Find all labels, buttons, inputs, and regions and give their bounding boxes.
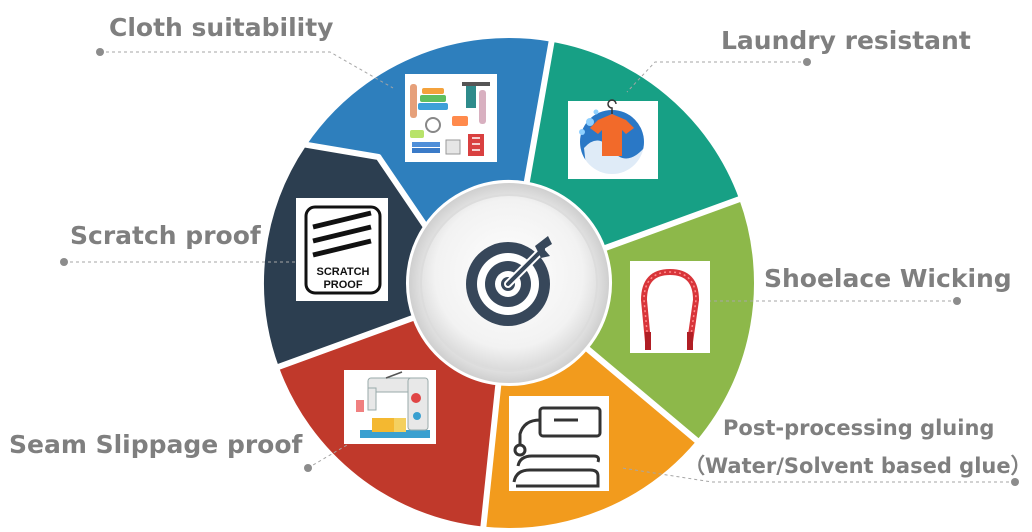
gluing-icon xyxy=(509,396,609,491)
label-gluing-glue-type: （Water/Solvent based glue） xyxy=(684,454,1032,478)
label-cloth-suitability: Cloth suitability xyxy=(109,13,334,42)
clothes-icon xyxy=(405,74,497,162)
leader-dot-scratch xyxy=(60,258,68,266)
target-icon xyxy=(466,236,552,326)
label-scratch-proof: Scratch proof xyxy=(70,221,261,250)
leader-dot-cloth xyxy=(96,48,104,56)
leader-dot-seam xyxy=(304,464,312,472)
leader-line-laundry xyxy=(626,61,807,93)
center-hub xyxy=(409,183,609,383)
leader-line-gluing xyxy=(621,467,1015,483)
leader-dot-shoelace xyxy=(953,297,961,305)
sewing-machine-icon xyxy=(344,370,436,444)
label-seam-slippage-proof: Seam Slippage proof xyxy=(9,430,303,459)
leader-dot-gluing xyxy=(1011,478,1019,486)
laundry-icon xyxy=(568,99,658,179)
leader-lines xyxy=(60,48,1019,486)
shoelace-icon xyxy=(630,261,710,353)
scratch-proof-icon: SCRATCH PROOF xyxy=(296,198,388,301)
label-post-processing-gluing: Post-processing gluing xyxy=(723,416,995,440)
scratch-icon-text-2: PROOF xyxy=(323,279,362,291)
leader-line-seam xyxy=(307,444,348,469)
label-shoelace-wicking: Shoelace Wicking xyxy=(764,264,1012,293)
label-laundry-resistant: Laundry resistant xyxy=(721,26,971,55)
leader-dot-laundry xyxy=(803,58,811,66)
scratch-icon-text-1: SCRATCH xyxy=(317,266,370,278)
leader-line-cloth xyxy=(100,51,394,89)
